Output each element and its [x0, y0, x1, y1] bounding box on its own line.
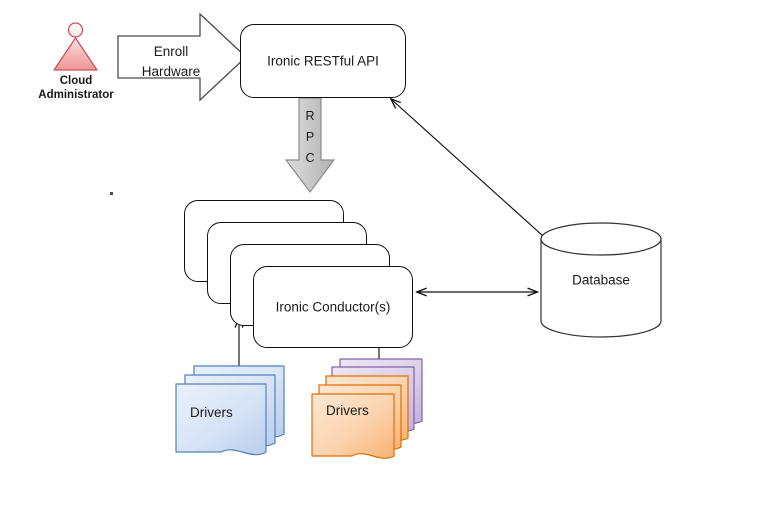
enroll-label-line2: Hardware	[141, 64, 201, 79]
enroll-label-line1: Enroll	[153, 44, 189, 59]
ironic-restful-api-box[interactable]: Ironic RESTful API	[240, 24, 406, 98]
database-icon	[540, 222, 662, 338]
rpc-letters: R P C	[284, 106, 336, 169]
database-cylinder[interactable]: Database	[540, 222, 662, 338]
rpc-arrow-shape	[284, 97, 336, 193]
rpc-letter-c: C	[305, 151, 315, 165]
actor-icon	[53, 22, 98, 71]
database-label: Database	[572, 272, 630, 288]
connector-api-to-database	[391, 99, 553, 245]
drivers-blue-label: Drivers	[190, 405, 233, 420]
enroll-hardware-arrow-shape	[117, 12, 247, 102]
rpc-letter-p: P	[305, 130, 315, 144]
ironic-conductor-label: Ironic Conductor(s)	[275, 299, 391, 315]
drivers-orange-icon	[311, 358, 423, 459]
enroll-hardware-label: Enroll Hardware	[128, 42, 214, 82]
ironic-conductor-box[interactable]: Ironic Conductor(s)	[253, 266, 413, 348]
actor-label: Cloud Administrator	[26, 74, 126, 102]
actor-label-line1: Cloud	[59, 75, 93, 87]
drivers-blue-icon	[175, 365, 285, 456]
stray-speck	[110, 192, 113, 195]
drivers-blue-stack[interactable]: Drivers	[172, 360, 292, 465]
rpc-letter-r: R	[305, 109, 315, 123]
enroll-hardware-arrow: Enroll Hardware	[116, 12, 248, 102]
drivers-orange-label: Drivers	[326, 403, 369, 418]
ironic-restful-api-label: Ironic RESTful API	[267, 53, 379, 69]
rpc-arrow: R P C	[284, 97, 336, 194]
drivers-orange-stack[interactable]: Drivers	[308, 355, 428, 460]
actor-label-line2: Administrator	[38, 89, 114, 101]
